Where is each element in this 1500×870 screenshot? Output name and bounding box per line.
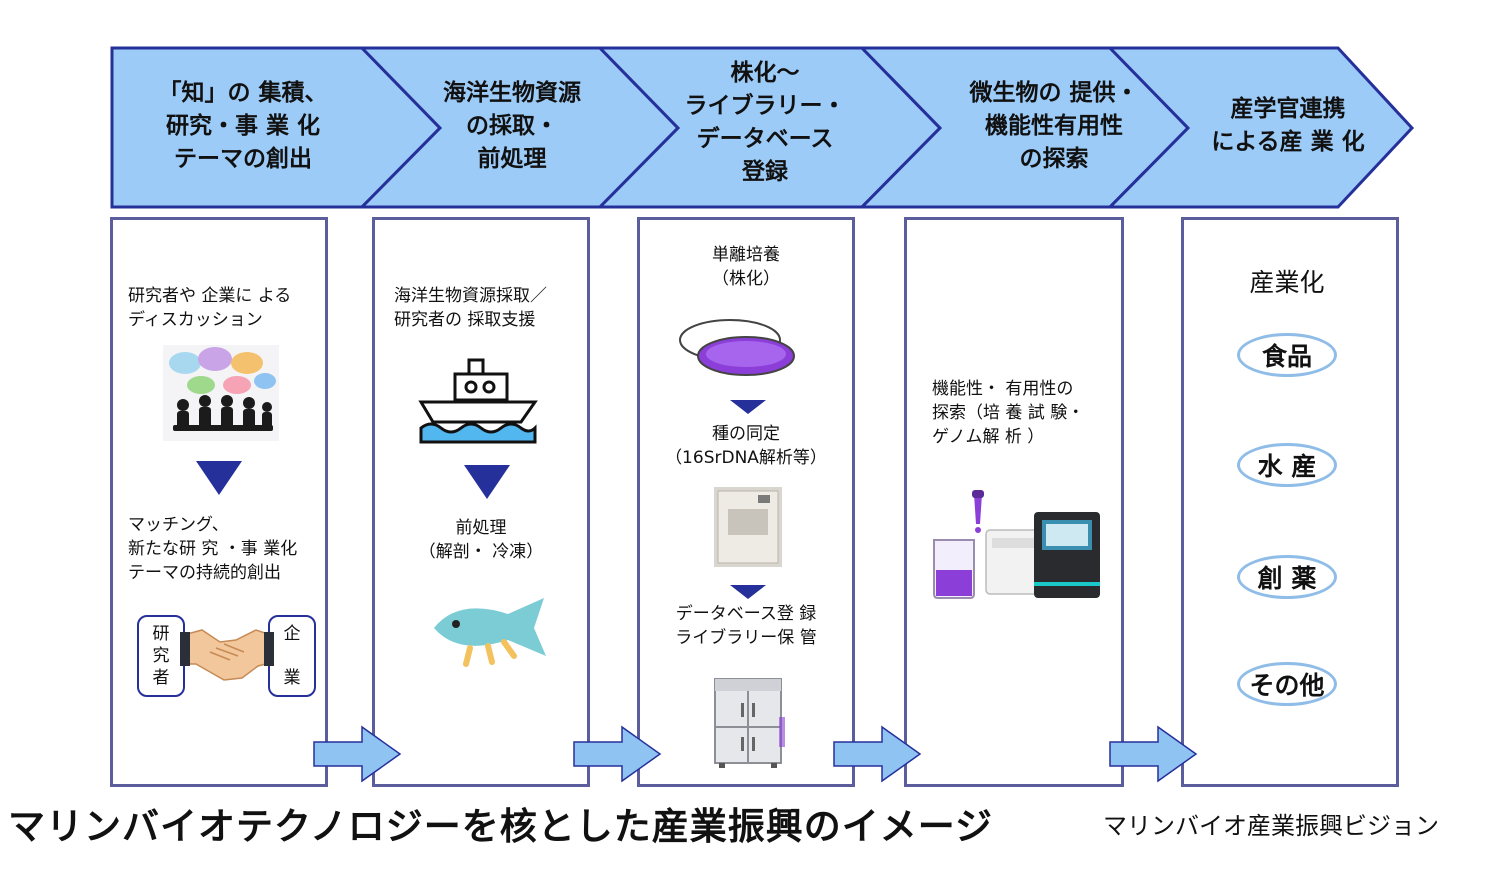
category-other: その他 bbox=[1237, 662, 1337, 706]
screening-text: 機能性・ 有用性の 探索（培 養 試 験・ ゲノム解 析 ） bbox=[932, 379, 1085, 447]
petri-dish-icon bbox=[679, 319, 795, 376]
connector-arrow-1 bbox=[313, 725, 402, 783]
stage-label-3: 株化～ ライブラリー・ データベース 登録 bbox=[684, 60, 846, 185]
down-triangle-icon bbox=[730, 400, 766, 414]
connector-arrow-3 bbox=[833, 725, 922, 783]
category-pharma: 創 薬 bbox=[1237, 555, 1337, 599]
researcher-box: 研 究 者 bbox=[137, 615, 185, 697]
stage-label-1: 「知」の 集積、 研究・事 業 化 テーマの創出 bbox=[158, 80, 328, 172]
discussion-text: 研究者や 企業に よる ディスカッション bbox=[128, 286, 292, 330]
pretreatment-text: 前処理 （解剖・ 冷凍） bbox=[418, 518, 544, 562]
panel-screening bbox=[904, 217, 1124, 787]
process-chevron-bar bbox=[110, 46, 1415, 209]
freezer-icon bbox=[714, 678, 785, 768]
fish-icon bbox=[434, 598, 546, 667]
stage-label-5: 産学官連携 による産 業 化 bbox=[1211, 96, 1365, 155]
isolation-text: 単離培養 （株化） bbox=[712, 245, 780, 289]
database-text: データベース登 録 ライブラリー保 管 bbox=[675, 604, 817, 648]
ship-icon bbox=[418, 358, 538, 444]
category-fisheries: 水 産 bbox=[1237, 443, 1337, 487]
discussion-illustration bbox=[163, 345, 279, 441]
down-triangle-icon bbox=[730, 585, 766, 599]
down-triangle-icon bbox=[464, 465, 510, 499]
diagram-title: マリンバイオテクノロジーを核とした産業振興のイメージ bbox=[8, 805, 994, 848]
handshake-icon bbox=[180, 629, 274, 681]
stage-label-4: 微生物の 提供・ 機能性有用性 の探索 bbox=[969, 80, 1139, 172]
connector-arrow-2 bbox=[573, 725, 662, 783]
industrialization-heading: 産業化 bbox=[1249, 268, 1325, 297]
chevron-stage-5 bbox=[1106, 46, 1415, 209]
category-food: 食品 bbox=[1237, 333, 1337, 377]
source-caption: マリンバイオ産業振興ビジョン bbox=[1103, 812, 1439, 840]
lab-equipment-icon bbox=[933, 490, 1100, 599]
panel-collection bbox=[372, 217, 590, 787]
sequencer-icon bbox=[714, 487, 782, 567]
matching-text: マッチング、 新たな研 究 ・事 業化 テーマの持続的創出 bbox=[128, 515, 298, 583]
company-box: 企 業 bbox=[268, 615, 316, 697]
collection-text: 海洋生物資源採取／ 研究者の 採取支援 bbox=[394, 286, 547, 330]
down-triangle-icon bbox=[196, 461, 242, 495]
connector-arrow-4 bbox=[1109, 725, 1198, 783]
stage-label-2: 海洋生物資源 の採取・ 前処理 bbox=[443, 80, 581, 172]
identification-text: 種の同定 （16SrDNA解析等） bbox=[665, 424, 827, 468]
